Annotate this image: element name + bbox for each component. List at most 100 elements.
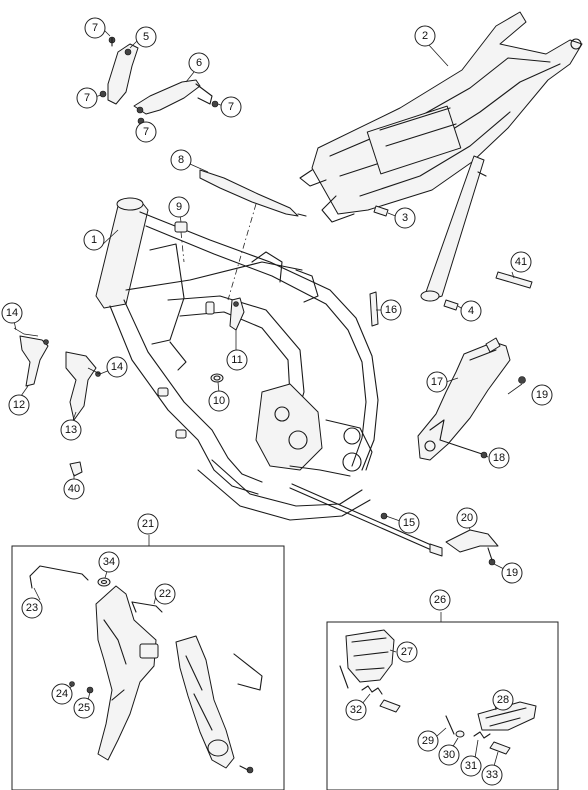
svg-text:5: 5 <box>143 31 149 43</box>
svg-text:41: 41 <box>515 256 527 268</box>
callout-14b: 14 <box>106 356 128 378</box>
footrest-left-27 <box>345 629 395 683</box>
group-box-footrests <box>326 621 559 790</box>
svg-text:7: 7 <box>92 22 98 34</box>
svg-text:13: 13 <box>65 424 77 436</box>
washer-34 <box>97 577 111 587</box>
callout-6: 6 <box>188 52 210 74</box>
callout-13: 13 <box>60 419 82 441</box>
svg-text:27: 27 <box>401 646 413 658</box>
chain-slider-20 <box>445 529 499 566</box>
callout-1: 1 <box>83 229 105 251</box>
callout-28: 28 <box>492 689 514 711</box>
svg-text:22: 22 <box>159 588 171 600</box>
callout-19a: 19 <box>531 384 553 406</box>
callout-19b: 19 <box>501 562 523 584</box>
wire-right <box>233 653 263 691</box>
svg-text:10: 10 <box>213 395 225 407</box>
svg-text:20: 20 <box>461 512 473 524</box>
frame-protector-right <box>175 635 235 769</box>
callout-16: 16 <box>380 299 402 321</box>
svg-text:8: 8 <box>178 154 184 166</box>
wire-22 <box>131 601 163 613</box>
svg-text:16: 16 <box>385 304 397 316</box>
buffer-9 <box>174 221 188 233</box>
svg-text:29: 29 <box>422 735 434 747</box>
grommet-10 <box>210 373 224 383</box>
callout-41: 41 <box>510 251 532 273</box>
svg-text:32: 32 <box>350 704 362 716</box>
bracket-12 <box>19 335 49 387</box>
screw-bottom <box>239 765 254 774</box>
callout-22: 22 <box>154 583 176 605</box>
svg-text:9: 9 <box>176 201 182 213</box>
bolt-4 <box>443 299 459 311</box>
bar-16 <box>369 291 379 327</box>
callout-31: 31 <box>460 755 482 777</box>
svg-text:3: 3 <box>402 212 408 224</box>
leader-lines <box>13 27 523 767</box>
callout-9: 9 <box>168 196 190 218</box>
callout-40: 40 <box>63 478 85 500</box>
svg-text:4: 4 <box>468 305 474 317</box>
svg-text:23: 23 <box>26 602 38 614</box>
group-box-frame-protection <box>11 545 285 790</box>
callout-17: 17 <box>426 371 448 393</box>
svg-text:19: 19 <box>536 389 548 401</box>
svg-text:19: 19 <box>506 567 518 579</box>
footrest-right-28 <box>477 701 537 731</box>
callout-30: 30 <box>438 744 460 766</box>
svg-text:33: 33 <box>486 769 498 781</box>
svg-text:2: 2 <box>422 30 428 42</box>
callout-29: 29 <box>417 730 439 752</box>
svg-text:7: 7 <box>228 101 234 113</box>
callout-23: 23 <box>21 597 43 619</box>
callout-5: 5 <box>135 26 157 48</box>
svg-text:15: 15 <box>403 517 415 529</box>
screw-19-upper <box>518 376 526 384</box>
rod-41 <box>495 271 533 289</box>
callout-15: 15 <box>398 512 420 534</box>
svg-text:30: 30 <box>443 749 455 761</box>
callout-7d: 7 <box>220 96 242 118</box>
svg-text:1: 1 <box>91 234 97 246</box>
callout-25: 25 <box>73 697 95 719</box>
callout-18: 18 <box>488 447 510 469</box>
bolt-3 <box>373 205 389 217</box>
callout-10: 10 <box>208 390 230 412</box>
callout-12: 12 <box>8 394 30 416</box>
callout-27: 27 <box>396 641 418 663</box>
svg-text:34: 34 <box>103 556 115 568</box>
svg-text:40: 40 <box>68 483 80 495</box>
callout-3: 3 <box>394 207 416 229</box>
callout-24: 24 <box>51 683 73 705</box>
screw-7-set <box>99 36 219 125</box>
callout-8: 8 <box>170 149 192 171</box>
callout-7c: 7 <box>135 121 157 143</box>
svg-text:25: 25 <box>78 702 90 714</box>
callout-7b: 7 <box>76 87 98 109</box>
spring-32 <box>339 665 401 713</box>
svg-text:7: 7 <box>143 126 149 138</box>
svg-text:14: 14 <box>6 307 18 319</box>
svg-text:12: 12 <box>13 399 25 411</box>
svg-text:26: 26 <box>434 594 446 606</box>
callout-2: 2 <box>414 25 436 47</box>
frame-protector-left <box>95 585 159 761</box>
bracket-5 <box>107 43 139 105</box>
svg-text:11: 11 <box>231 354 242 366</box>
screw-24-25 <box>69 681 94 694</box>
svg-text:17: 17 <box>431 376 443 388</box>
callout-32: 32 <box>345 699 367 721</box>
callout-33: 33 <box>481 764 503 786</box>
pin-29-30-31-33 <box>445 715 511 755</box>
svg-text:7: 7 <box>84 92 90 104</box>
clip-11 <box>229 297 245 331</box>
strap-8 <box>199 169 307 217</box>
axle-bolt-15 <box>289 483 443 557</box>
callout-7a: 7 <box>84 17 106 39</box>
chain-guide-17 <box>417 337 511 461</box>
svg-text:28: 28 <box>497 694 509 706</box>
callout-26: 26 <box>429 589 451 611</box>
svg-text:14: 14 <box>111 361 123 373</box>
